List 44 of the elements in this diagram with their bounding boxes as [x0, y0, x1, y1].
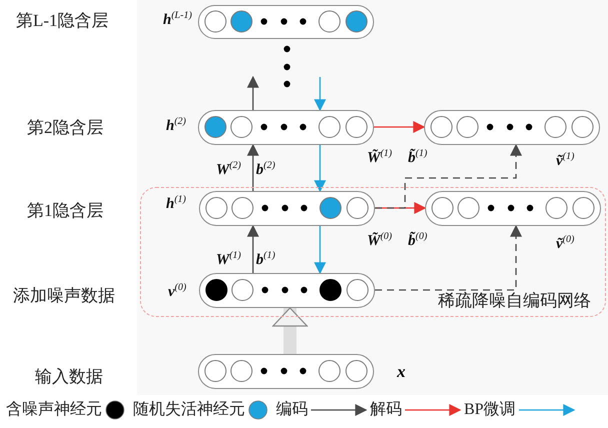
layer-label: 第1隐含层 [27, 200, 104, 222]
bias-label: b̃$^{(0)}$ [408, 231, 428, 250]
layer-symbol: h$^{(2)}$ [166, 116, 186, 135]
legend-text: 编码 [276, 400, 308, 420]
legend-text: BP微调 [464, 400, 516, 420]
layer-symbol: ṽ$^{(1)}$ [556, 151, 574, 170]
arrow [247, 224, 259, 273]
legend-text: 随机失活神经元 [133, 400, 245, 420]
bias-label: b$^{(2)}$ [256, 160, 276, 179]
layer-symbol: v$^{(0)}$ [168, 282, 186, 301]
layer-pill [198, 354, 374, 389]
layer-pill [425, 191, 601, 226]
group-frame [140, 187, 606, 317]
bias-label: b̃$^{(1)}$ [408, 148, 428, 167]
layer-symbol: x [397, 362, 406, 382]
block-arrow [272, 307, 308, 354]
arrow [314, 145, 326, 192]
layer-label: 输入数据 [35, 366, 103, 388]
layer-pill [198, 110, 374, 145]
weight-label: W̃$^{(0)}$ [367, 231, 392, 250]
layer-label: 第2隐含层 [27, 117, 104, 139]
legend-text: 含噪声神经元 [6, 400, 102, 420]
layer-pill [199, 191, 375, 226]
layer-pill [198, 5, 374, 39]
weight-label: W$^{(1)}$ [216, 250, 242, 269]
weight-label: W̃$^{(1)}$ [367, 148, 392, 167]
layer-pill [424, 110, 600, 145]
layer-symbol: h$^{(1)}$ [166, 194, 186, 213]
arrow [374, 121, 426, 133]
arrow [247, 144, 259, 191]
layer-pill [199, 273, 375, 308]
weight-label: W$^{(2)}$ [216, 160, 242, 179]
arrow [247, 76, 259, 110]
dashed-arrow [375, 224, 522, 291]
bias-label: b$^{(1)}$ [256, 250, 276, 269]
dashed-arrow [375, 144, 522, 209]
layer-label: 添加噪声数据 [13, 285, 115, 307]
layer-symbol: ṽ$^{(0)}$ [556, 234, 574, 253]
group-label: 稀疏降噪自编码网络 [438, 290, 591, 312]
arrow [314, 226, 326, 274]
layer-label: 第L-1隐含层 [16, 10, 109, 32]
arrow [314, 77, 326, 112]
legend-text: 解码 [370, 400, 402, 420]
layer-symbol: h$^{(L-1)}$ [163, 10, 192, 29]
